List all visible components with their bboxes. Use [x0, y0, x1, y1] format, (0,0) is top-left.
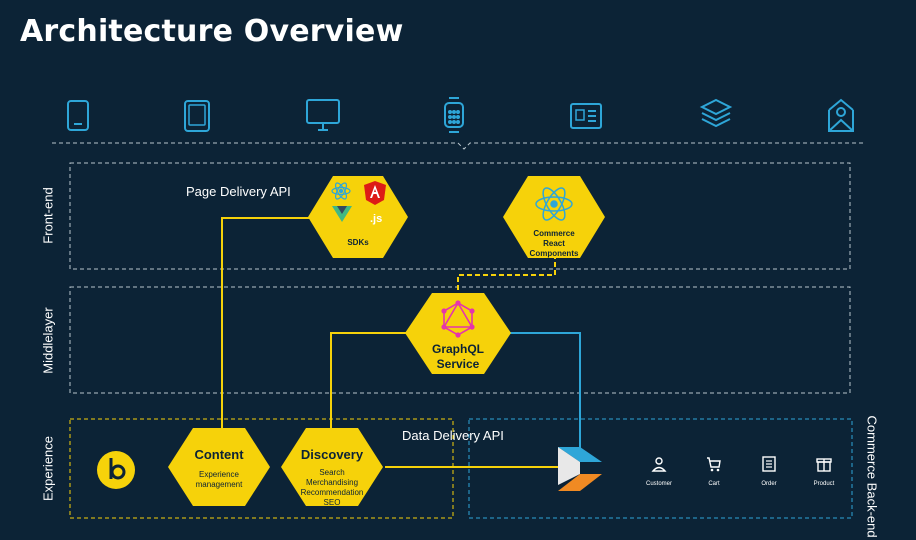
- commerce-item-order: Order: [746, 456, 792, 487]
- graphql-line2: Service: [436, 357, 480, 371]
- content-to-sdks-connector: [221, 217, 315, 430]
- product-icon: [816, 458, 832, 472]
- page-delivery-api-label: Page Delivery API: [186, 184, 291, 199]
- customer-icon: [651, 457, 667, 472]
- graphql-line1: GraphQL: [431, 342, 484, 356]
- discovery-line4: SEO: [323, 498, 341, 507]
- experience-box: [69, 418, 454, 519]
- js-icon: .js: [370, 213, 382, 225]
- graphql-to-react-connector: [457, 258, 556, 298]
- react-components-icon: [535, 187, 573, 221]
- vue-icon: [332, 206, 352, 222]
- cart-label: Cart: [708, 481, 720, 487]
- layers-icon: [699, 98, 733, 128]
- graphql-icon: [441, 300, 475, 338]
- bloomreach-logo: [97, 451, 135, 489]
- tablet-icon: [184, 100, 210, 132]
- mobile-icon: [67, 100, 89, 131]
- commerce-platform-logo: [558, 447, 602, 491]
- data-delivery-api-label: Data Delivery API: [402, 428, 504, 443]
- content-line2: management: [195, 480, 243, 489]
- discovery-hexagon: [281, 428, 383, 506]
- commerce-react-hexagon: [503, 176, 605, 258]
- commerce-item-customer: Customer: [636, 456, 682, 487]
- commerce-box: [468, 418, 853, 519]
- sdks-title: SDKs: [347, 238, 369, 247]
- product-label: Product: [813, 481, 835, 487]
- commerce-react-label: Commerce React Components: [510, 229, 598, 259]
- desktop-icon: [306, 99, 340, 131]
- frontend-label: Front-end: [40, 187, 56, 244]
- kiosk-icon: [570, 103, 602, 129]
- middlelayer-box: [69, 286, 851, 394]
- content-hexagon: [168, 428, 270, 506]
- discovery-title: Discovery: [300, 447, 364, 462]
- middlelayer-label: Middlelayer: [40, 307, 56, 374]
- commerce-react-line1: Commerce: [533, 229, 575, 238]
- customer-label: Customer: [645, 481, 672, 487]
- page-title: Architecture Overview: [20, 14, 404, 49]
- discovery-line1: Search: [319, 468, 345, 477]
- discovery-to-graphql-connector: [330, 332, 410, 430]
- content-title: Content: [194, 447, 244, 462]
- email-icon: [828, 98, 854, 132]
- order-label: Order: [761, 481, 777, 487]
- angular-icon: [364, 181, 386, 205]
- smartwatch-icon: [444, 97, 464, 133]
- commerce-react-line2: React: [543, 239, 565, 248]
- discovery-line2: Merchandising: [305, 478, 359, 487]
- graphql-to-commerce-connector: [505, 332, 581, 450]
- commerce-react-line3: Components: [529, 249, 579, 258]
- content-line1: Experience: [198, 470, 240, 479]
- frontend-box: [69, 162, 851, 270]
- commerce-item-product: Product: [801, 456, 847, 487]
- discovery-line3: Recommendation: [300, 488, 364, 497]
- react-icon: [331, 182, 351, 200]
- content-label: Content Experience management: [173, 447, 265, 490]
- discovery-label: Discovery Search Merchandising Recommend…: [286, 447, 378, 508]
- cart-icon: [707, 457, 721, 472]
- order-icon: [762, 456, 776, 472]
- commerce-backend-label: Commerce Back-end: [864, 415, 880, 538]
- graphql-label: GraphQL Service: [415, 342, 501, 372]
- experience-label: Experience: [40, 435, 56, 502]
- commerce-item-cart: Cart: [691, 456, 737, 487]
